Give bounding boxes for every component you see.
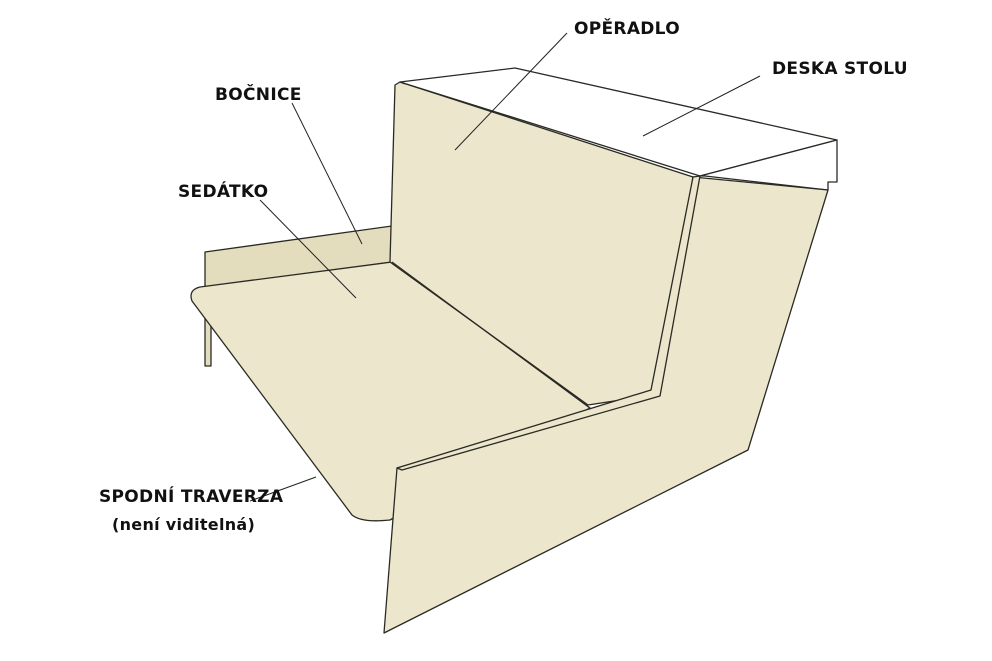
label-operadlo: OPĚRADLO bbox=[574, 17, 680, 39]
leader-bocnice bbox=[291, 102, 363, 245]
label-bocnice: BOČNICE bbox=[215, 83, 302, 105]
label-spodni-traverza-note: (není viditelná) bbox=[112, 515, 255, 534]
label-spodni-traverza: SPODNÍ TRAVERZA bbox=[99, 485, 284, 507]
leader-deska-stolu bbox=[642, 75, 761, 137]
leader-operadlo bbox=[454, 32, 568, 151]
seat-back-joint bbox=[391, 261, 591, 409]
leader-spodni-traverza bbox=[249, 476, 317, 502]
label-sedatko: SEDÁTKO bbox=[178, 180, 268, 202]
side-panel-near-edge bbox=[396, 175, 701, 471]
leader-sedatko bbox=[259, 199, 357, 299]
tabletop-front-lip bbox=[699, 139, 838, 191]
label-deska-stolu: DESKA STOLU bbox=[772, 59, 908, 79]
